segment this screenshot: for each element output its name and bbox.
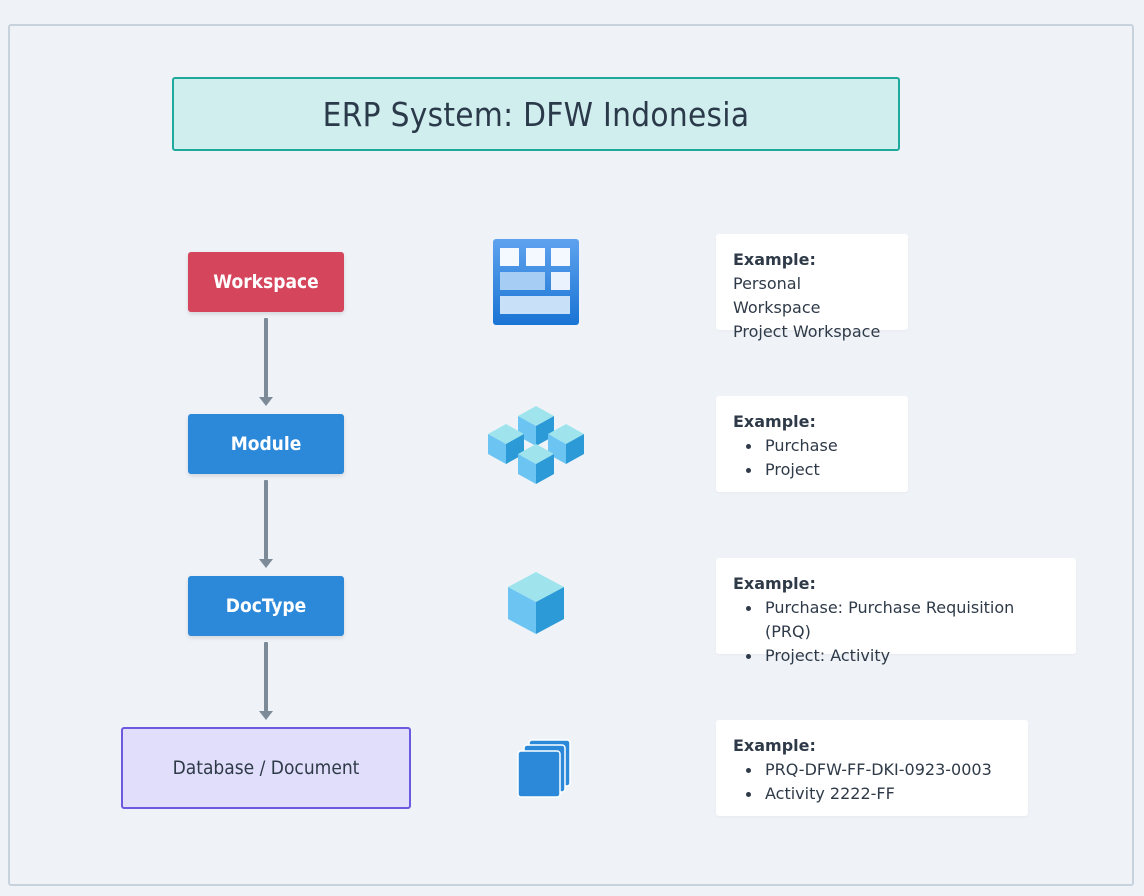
example-heading: Example: bbox=[733, 736, 816, 755]
node-database-label: Database / Document bbox=[172, 757, 360, 779]
example-item: Project Workspace bbox=[733, 322, 881, 341]
node-database-document: Database / Document bbox=[121, 727, 411, 809]
node-doctype-label: DocType bbox=[225, 595, 307, 617]
example-card-module: Example: Purchase Project bbox=[716, 396, 908, 492]
node-module-label: Module bbox=[230, 433, 302, 455]
example-item: Purchase: Purchase Requisition (PRQ) bbox=[733, 596, 1059, 644]
node-workspace: Workspace bbox=[188, 252, 344, 312]
example-heading: Example: bbox=[733, 574, 816, 593]
document-stack-icon bbox=[517, 739, 573, 803]
cube-icon bbox=[506, 570, 566, 640]
example-item: PRQ-DFW-FF-DKI-0923-0003 bbox=[733, 758, 1011, 782]
example-heading: Example: bbox=[733, 250, 816, 269]
example-item: Project bbox=[733, 458, 891, 482]
example-item: Personal Workspace bbox=[733, 274, 821, 317]
example-heading: Example: bbox=[733, 412, 816, 431]
example-item: Activity 2222-FF bbox=[733, 782, 1011, 806]
example-card-database: Example: PRQ-DFW-FF-DKI-0923-0003 Activi… bbox=[716, 720, 1028, 816]
example-list: Purchase Project bbox=[733, 434, 891, 482]
grid-layout-icon bbox=[492, 238, 580, 330]
diagram-title: ERP System: DFW Indonesia bbox=[172, 77, 900, 151]
example-list: PRQ-DFW-FF-DKI-0923-0003 Activity 2222-F… bbox=[733, 758, 1011, 806]
arrow-workspace-to-module bbox=[259, 318, 273, 406]
node-workspace-label: Workspace bbox=[213, 271, 319, 293]
node-doctype: DocType bbox=[188, 576, 344, 636]
example-item: Project: Activity bbox=[733, 644, 1059, 668]
example-card-workspace: Example: Personal Workspace Project Work… bbox=[716, 234, 908, 341]
example-item: Purchase bbox=[733, 434, 891, 458]
example-list: Purchase: Purchase Requisition (PRQ) Pro… bbox=[733, 596, 1059, 668]
cubes-cluster-icon bbox=[486, 404, 586, 492]
arrow-doctype-to-database bbox=[259, 642, 273, 720]
node-module: Module bbox=[188, 414, 344, 474]
example-card-doctype: Example: Purchase: Purchase Requisition … bbox=[716, 558, 1076, 665]
arrow-module-to-doctype bbox=[259, 480, 273, 568]
